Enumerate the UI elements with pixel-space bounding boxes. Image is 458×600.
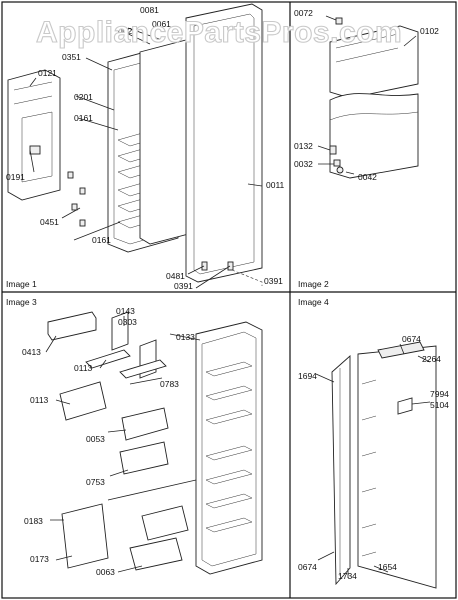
callout-0063: 0063 [96, 567, 115, 577]
clip-0072 [335, 17, 343, 25]
panel-titles: Image 1 Image 2 Image 3 Image 4 [6, 279, 329, 307]
callout-1654: 1654 [378, 562, 397, 572]
callout-0042: 0042 [358, 172, 377, 182]
callout-0451: 0451 [40, 217, 59, 227]
shelf-0113-upper [85, 349, 131, 369]
callout-2264: 2264 [422, 354, 441, 364]
shelf-0783 [119, 359, 167, 379]
callout-0032: 0032 [294, 159, 313, 169]
callout-0191: 0191 [6, 172, 25, 182]
image4-drawing [315, 341, 437, 589]
bin-0413 [47, 311, 97, 341]
image3-labels: 0143 0303 0413 0133 0113 0783 0113 0053 … [22, 306, 195, 577]
callout-5104: 5104 [430, 400, 449, 410]
callout-0053: 0053 [86, 434, 105, 444]
callout-0143: 0143 [116, 306, 135, 316]
handle-1694 [331, 354, 351, 586]
bin-0053 [121, 407, 169, 441]
panel-title-image1: Image 1 [6, 279, 37, 289]
callout-0121: 0121 [38, 68, 57, 78]
pivot-0132 [329, 145, 337, 155]
callout-0102: 0102 [420, 26, 439, 36]
callout-0113-a: 0113 [74, 363, 93, 373]
callout-1694: 1694 [298, 371, 317, 381]
callout-0161-a: 0161 [74, 113, 93, 123]
callout-0183: 0183 [24, 516, 43, 526]
bin-0063-lower [129, 537, 183, 571]
callout-0113-b: 0113 [30, 395, 49, 405]
callout-0061: 0061 [152, 19, 171, 29]
callout-0072: 0072 [294, 8, 313, 18]
washer-0042 [336, 166, 344, 174]
callout-0351: 0351 [62, 52, 81, 62]
shelf-0113-lower [59, 381, 107, 421]
callout-0413: 0413 [22, 347, 41, 357]
image1-drawing [7, 3, 263, 289]
callout-0674-top: 0674 [402, 334, 421, 344]
image2-labels: 0072 0102 0132 0032 0042 [294, 8, 439, 182]
door-liner-0133 [195, 321, 263, 575]
panel-title-image3: Image 3 [6, 297, 37, 307]
cap-2264 [377, 341, 425, 359]
bin-0173 [61, 503, 109, 569]
liner-shelves-3 [205, 361, 253, 533]
callout-0173: 0173 [30, 554, 49, 564]
callout-0011: 0011 [266, 180, 285, 190]
callout-0303: 0303 [118, 317, 137, 327]
label-7994 [397, 397, 413, 415]
upper-shelf-0102 [329, 25, 419, 99]
callout-0674-bottom: 0674 [298, 562, 317, 572]
image1-labels: 0081 0061 0021 0351 0121 0201 0161 0191 … [6, 5, 285, 291]
callout-0132: 0132 [294, 141, 313, 151]
bin-0063-upper [141, 505, 189, 541]
callout-7994: 7994 [430, 389, 449, 399]
callout-0201: 0201 [74, 92, 93, 102]
callout-0391-b: 0391 [264, 276, 283, 286]
gasket-0011 [185, 3, 263, 283]
callout-1734: 1734 [338, 571, 357, 581]
callout-0753: 0753 [86, 477, 105, 487]
lower-bin [329, 93, 419, 179]
callout-0161-b: 0161 [92, 235, 111, 245]
door-hatching [361, 379, 377, 557]
image3-drawing [45, 311, 263, 575]
door-panel-1654 [357, 345, 437, 589]
callout-0021: 0021 [118, 26, 137, 36]
panel-title-image2: Image 2 [298, 279, 329, 289]
panel-title-image4: Image 4 [298, 297, 329, 307]
callout-0481: 0481 [166, 271, 185, 281]
watermark: AppliancePartsPros.com [36, 16, 402, 49]
screw-0032 [333, 159, 341, 167]
handle-0191 [29, 145, 41, 155]
callout-0783: 0783 [160, 379, 179, 389]
bin-0753 [119, 441, 169, 475]
image4-labels: 0674 2264 1694 7994 5104 0674 1734 1654 [298, 334, 449, 581]
callout-0391-a: 0391 [174, 281, 193, 291]
callout-0133: 0133 [176, 332, 195, 342]
callout-0081: 0081 [140, 5, 159, 15]
image2-drawing [317, 15, 419, 179]
